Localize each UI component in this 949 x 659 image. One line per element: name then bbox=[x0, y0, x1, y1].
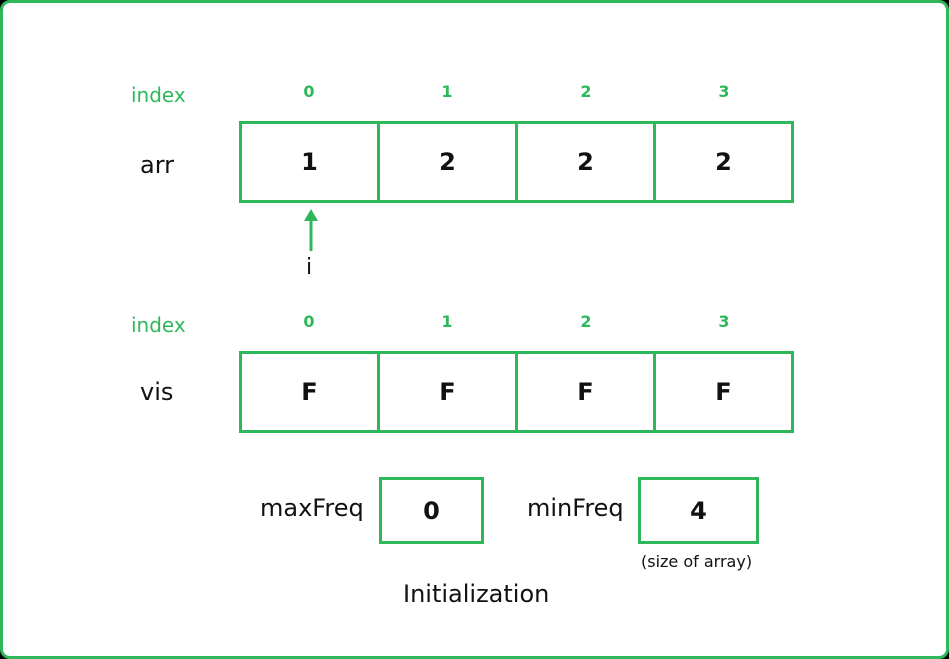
diagram-caption: Initialization bbox=[403, 580, 550, 608]
min-freq-note: (size of array) bbox=[641, 552, 753, 571]
vis-index-0: 0 bbox=[303, 312, 315, 331]
vis-array: F F F F bbox=[239, 351, 794, 433]
arr-cell-0: 1 bbox=[239, 121, 380, 203]
vis-index-3: 3 bbox=[718, 312, 730, 331]
arr-cell-3: 2 bbox=[653, 121, 794, 203]
arr-index-label: index bbox=[131, 83, 186, 107]
pointer-label: i bbox=[306, 255, 313, 280]
arr-index-3: 3 bbox=[718, 82, 730, 101]
min-freq-box: 4 bbox=[638, 477, 759, 544]
vis-cell-2: F bbox=[515, 351, 656, 433]
max-freq-label: maxFreq bbox=[260, 494, 364, 522]
arr-label: arr bbox=[140, 151, 175, 179]
vis-cell-1: F bbox=[377, 351, 518, 433]
vis-cell-0: F bbox=[239, 351, 380, 433]
arr-index-2: 2 bbox=[580, 82, 592, 101]
vis-index-2: 2 bbox=[580, 312, 592, 331]
max-freq-box: 0 bbox=[379, 477, 484, 544]
arr-cell-1: 2 bbox=[377, 121, 518, 203]
arr-array: 1 2 2 2 bbox=[239, 121, 794, 203]
arr-index-0: 0 bbox=[303, 82, 315, 101]
vis-index-1: 1 bbox=[441, 312, 453, 331]
vis-label: vis bbox=[140, 378, 174, 406]
vis-cell-3: F bbox=[653, 351, 794, 433]
min-freq-label: minFreq bbox=[527, 494, 624, 522]
arr-index-1: 1 bbox=[441, 82, 453, 101]
arr-cell-2: 2 bbox=[515, 121, 656, 203]
pointer-arrow-icon bbox=[304, 209, 318, 251]
vis-index-label: index bbox=[131, 313, 186, 337]
